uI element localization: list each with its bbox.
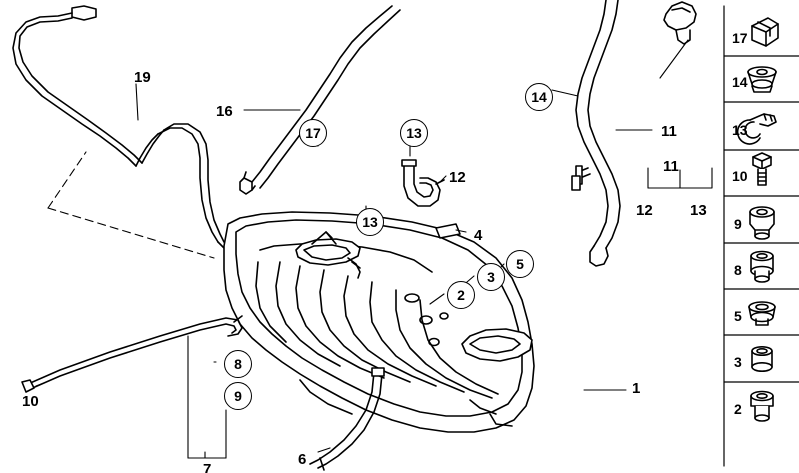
callout-10: 10 [22, 394, 39, 409]
callout-label: 9 [234, 388, 242, 404]
callout-label: 11 [663, 158, 679, 175]
legend-label-17: 17 [732, 30, 748, 46]
legend-number: 5 [734, 308, 742, 324]
callout-11-lower: 11 [663, 159, 679, 174]
callout-1-tank: 1 [632, 381, 640, 396]
legend-number: 9 [734, 216, 742, 232]
callout-label: 13 [406, 125, 422, 141]
legend-number: 14 [732, 74, 748, 90]
callout-label: 19 [134, 69, 151, 86]
legend-number: 3 [734, 354, 742, 370]
callout-label: 13 [690, 202, 707, 219]
callout-label: 1 [632, 380, 641, 397]
callout-3: 3 [477, 263, 505, 291]
callout-label: 13 [362, 214, 378, 230]
legend-number: 17 [732, 30, 748, 46]
legend-label-2: 2 [734, 401, 742, 417]
callout-label: 4 [474, 227, 483, 244]
callout-19: 19 [134, 70, 151, 85]
callout-label: 14 [531, 89, 547, 105]
callout-17-hose: 17 [299, 119, 327, 147]
legend-number: 10 [732, 168, 748, 184]
callout-label: 17 [305, 125, 321, 141]
callout-12-elbow: 12 [449, 170, 466, 185]
legend-label-14: 14 [732, 74, 748, 90]
legend-number: 8 [734, 262, 742, 278]
callout-13-upper: 13 [400, 119, 428, 147]
callout-label: 6 [298, 451, 307, 468]
callout-label: 12 [636, 202, 653, 219]
callout-8: 8 [224, 350, 252, 378]
legend-label-8: 8 [734, 262, 742, 278]
callout-label: 16 [216, 103, 233, 120]
callout-4: 4 [474, 228, 482, 243]
callout-label: 8 [234, 356, 242, 372]
callout-label: 12 [449, 169, 466, 186]
legend-number: 13 [732, 122, 748, 138]
legend-label-5: 5 [734, 308, 742, 324]
legend-label-10: 10 [732, 168, 748, 184]
legend-label-13: 13 [732, 122, 748, 138]
legend-label-9: 9 [734, 216, 742, 232]
callout-label: 2 [457, 287, 465, 303]
callout-label: 10 [22, 393, 39, 410]
callout-5: 5 [506, 250, 534, 278]
callout-14: 14 [525, 83, 553, 111]
callout-7: 7 [203, 462, 211, 473]
callout-label: 7 [203, 461, 212, 473]
callout-13-tank: 13 [356, 208, 384, 236]
callout-6: 6 [298, 452, 306, 467]
callout-9: 9 [224, 382, 252, 410]
callout-label: 5 [516, 256, 524, 272]
callout-2: 2 [447, 281, 475, 309]
callout-13-right: 13 [690, 203, 707, 218]
legend-number: 2 [734, 401, 742, 417]
callout-16: 16 [216, 104, 233, 119]
legend-label-3: 3 [734, 354, 742, 370]
callout-11-upper: 11 [661, 124, 677, 139]
callout-label: 3 [487, 269, 495, 285]
callout-12-right: 12 [636, 203, 653, 218]
callout-label: 11 [661, 123, 677, 140]
